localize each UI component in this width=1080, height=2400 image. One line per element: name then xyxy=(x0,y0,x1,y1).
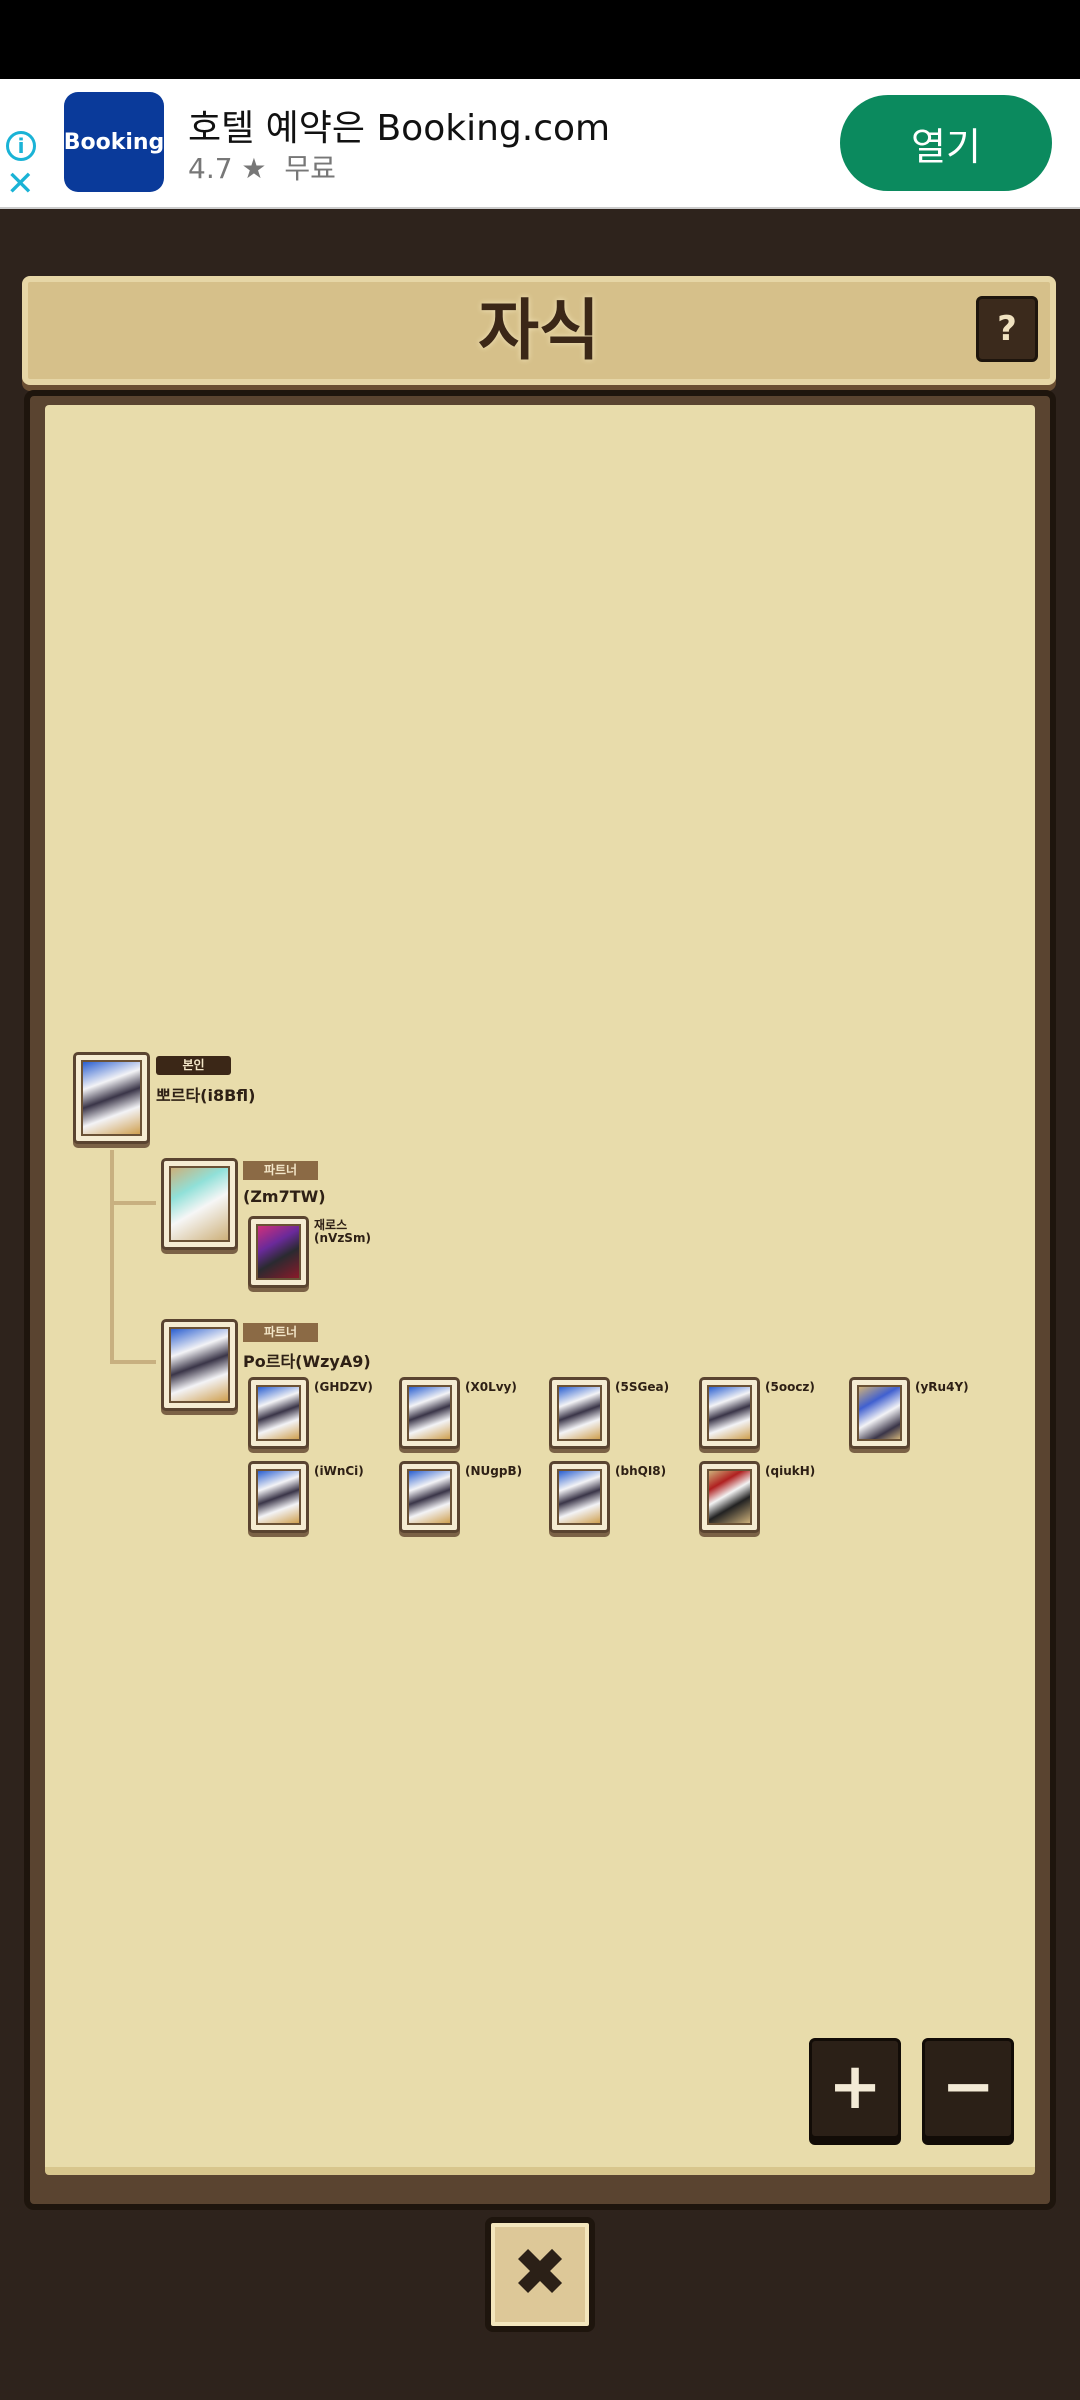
character-portrait xyxy=(81,1060,142,1136)
self-badge: 본인 xyxy=(156,1056,231,1075)
ad-open-button[interactable]: 열기 xyxy=(840,95,1052,191)
ad-rating: 4.7 ★ xyxy=(188,152,267,185)
page-title: 자식 xyxy=(478,292,600,369)
child-name: 재로스(nVzSm) xyxy=(314,1218,371,1245)
child-name: (qiukH) xyxy=(765,1464,816,1478)
ad-subtitle: 4.7 ★ 무료 xyxy=(188,147,336,187)
partner-card[interactable] xyxy=(161,1319,238,1411)
child-card[interactable] xyxy=(248,1377,309,1449)
ad-title: 호텔 예약은 Booking.com xyxy=(188,108,611,149)
booking-logo: Booking xyxy=(64,92,164,192)
close-button[interactable]: ✖ xyxy=(485,2217,595,2332)
child-name: (yRu4Y) xyxy=(915,1380,969,1394)
character-portrait xyxy=(857,1385,902,1441)
ad-price: 무료 xyxy=(284,152,336,185)
character-portrait xyxy=(256,1469,301,1525)
zoom-out-button[interactable]: − xyxy=(922,2038,1014,2139)
tree-line xyxy=(110,1360,156,1364)
self-card[interactable] xyxy=(73,1052,150,1144)
family-tree-canvas[interactable] xyxy=(45,405,1035,2175)
title-banner: 자식 ? xyxy=(22,276,1056,385)
character-portrait xyxy=(169,1166,230,1242)
character-portrait xyxy=(407,1385,452,1441)
close-icon[interactable]: ✕ xyxy=(6,164,35,204)
character-portrait xyxy=(707,1385,752,1441)
child-card[interactable] xyxy=(549,1377,610,1449)
child-card[interactable] xyxy=(699,1461,760,1533)
child-name: (bhQI8) xyxy=(615,1464,667,1478)
child-card[interactable] xyxy=(699,1377,760,1449)
help-button[interactable]: ? xyxy=(976,296,1038,362)
child-card[interactable] xyxy=(248,1216,309,1288)
child-card[interactable] xyxy=(849,1377,910,1449)
child-card[interactable] xyxy=(399,1377,460,1449)
child-name: (5SGea) xyxy=(615,1380,670,1394)
tree-line xyxy=(110,1201,156,1205)
child-name: (NUgpB) xyxy=(465,1464,523,1478)
child-name: (X0Lvy) xyxy=(465,1380,517,1394)
partner-name: (Zm7TW) xyxy=(243,1187,326,1206)
child-name: (iWnCi) xyxy=(314,1464,364,1478)
character-portrait xyxy=(169,1327,230,1403)
ad-banner[interactable]: i ✕ Booking 호텔 예약은 Booking.com 4.7 ★ 무료 … xyxy=(0,79,1080,209)
tree-line xyxy=(110,1150,114,1362)
info-icon[interactable]: i xyxy=(6,131,36,161)
partner-badge: 파트너 xyxy=(243,1323,318,1342)
child-card[interactable] xyxy=(549,1461,610,1533)
character-portrait xyxy=(256,1224,301,1280)
character-portrait xyxy=(707,1469,752,1525)
child-card[interactable] xyxy=(248,1461,309,1533)
partner-badge: 파트너 xyxy=(243,1161,318,1180)
zoom-in-button[interactable]: + xyxy=(809,2038,901,2139)
partner-card[interactable] xyxy=(161,1158,238,1250)
self-name: 뽀르타(i8Bfl) xyxy=(156,1086,256,1105)
child-name: (5oocz) xyxy=(765,1380,815,1394)
character-portrait xyxy=(557,1385,602,1441)
child-name: (GHDZV) xyxy=(314,1380,373,1394)
character-portrait xyxy=(557,1469,602,1525)
character-portrait xyxy=(407,1469,452,1525)
partner-name: Po르타(WzyA9) xyxy=(243,1352,371,1371)
child-card[interactable] xyxy=(399,1461,460,1533)
status-bar xyxy=(0,0,1080,79)
character-portrait xyxy=(256,1385,301,1441)
